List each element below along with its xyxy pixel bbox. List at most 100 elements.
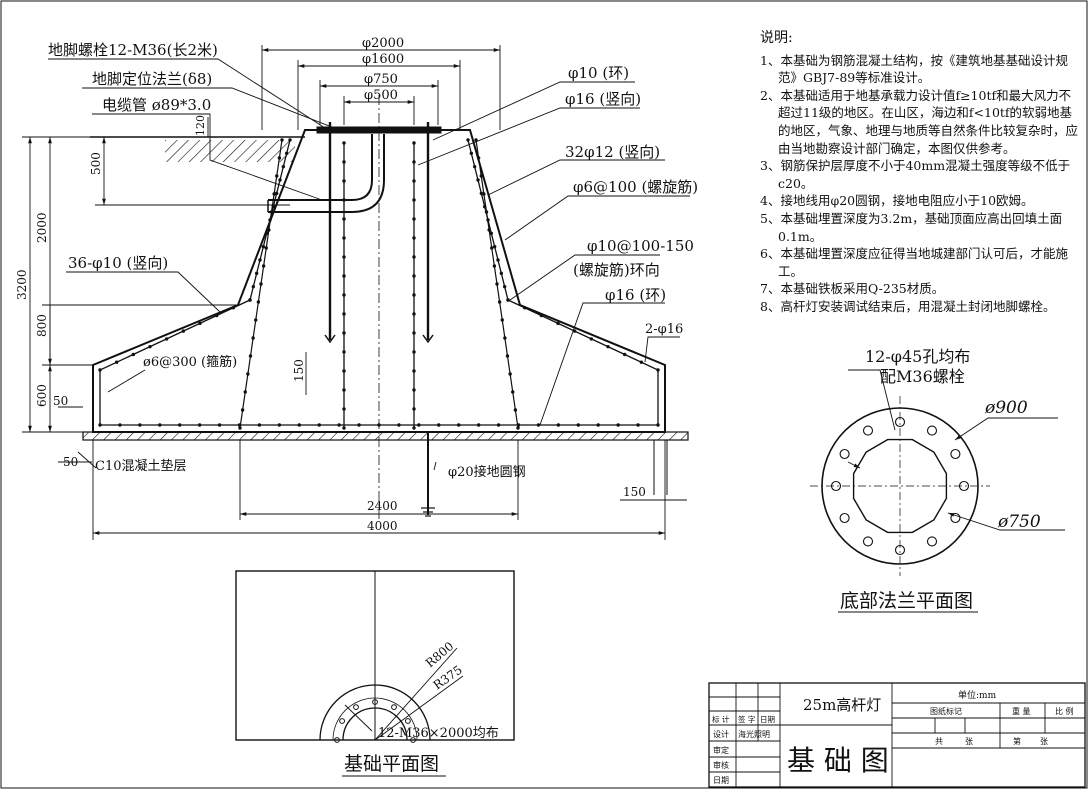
leader-lines	[48, 58, 690, 471]
flange-hole	[926, 425, 938, 436]
tb-row-date: 日期	[760, 715, 775, 724]
rebar-dot	[505, 354, 510, 358]
rebar-dot	[181, 329, 186, 333]
rebar-dot	[277, 156, 282, 160]
rebar-dot	[522, 306, 527, 310]
flange-bolts-label: 配M36螺栓	[880, 367, 965, 386]
rebar-dot	[479, 191, 484, 196]
callout-spiral-ring-2: (螺旋筋)环向	[573, 261, 660, 279]
tb-row-sign: 签 字	[738, 714, 755, 724]
design-notes: 说明: 1、本基础为钢筋混凝土结构，按《建筑地基基础设计规范》GBJ7-89等标…	[760, 30, 1080, 316]
rebar-dot	[499, 271, 504, 276]
rebar-dot	[267, 228, 271, 232]
plan-r375: R375	[431, 663, 465, 693]
rebar-dot	[342, 388, 346, 392]
plan-bolt	[372, 699, 378, 705]
dim-2000-vertical: 2000	[35, 212, 49, 243]
flange-hole	[950, 448, 961, 460]
callout-stirrups: ø6@300 (箍筋)	[143, 354, 237, 370]
rebar-dot	[269, 210, 274, 214]
tb-weight: 重 量	[1012, 706, 1031, 716]
rebar-dot	[197, 423, 202, 427]
tb-page: 第	[1013, 736, 1021, 746]
rebar-dot	[277, 423, 282, 427]
rebar-dot	[397, 423, 401, 427]
tb-row-mark: 标 计	[712, 714, 730, 724]
rebar-dot	[476, 423, 481, 427]
rebar-dot	[297, 423, 301, 427]
note-item: 5、本基础埋置深度为3.2m，基础顶面应高出回填土面0.1m。	[760, 210, 1063, 244]
rebar-dot	[616, 423, 620, 427]
rebar-dot	[412, 160, 416, 164]
rebar-dot	[539, 313, 544, 318]
dim-500-vertical: 500	[89, 152, 103, 175]
flange-plan-title: 底部法兰平面图	[840, 590, 973, 612]
rebar-dot	[281, 164, 286, 169]
plan-bolt	[334, 737, 340, 743]
tb-drawing-mark: 图纸标记	[930, 706, 962, 716]
callout-spiral: φ6@100 (螺旋筋)	[573, 178, 698, 196]
rebar-dot	[243, 390, 247, 394]
tb-total: 共	[935, 737, 943, 746]
flange-holes	[830, 416, 970, 556]
rebar-dot	[656, 423, 660, 427]
rebar-dot	[342, 179, 346, 183]
flange-hole	[839, 512, 850, 524]
flange-inner-dim: ø750	[997, 512, 1041, 532]
rebar-dot	[492, 264, 497, 268]
dim-500: φ500	[364, 88, 398, 103]
rebar-dot	[469, 151, 474, 156]
tb-designer: 海光照明	[738, 729, 770, 739]
flange-holes-label: 12-φ45孔均布	[865, 347, 970, 366]
rebar-dot	[342, 217, 346, 221]
plan-bolt	[405, 718, 411, 724]
dimension-lines	[22, 45, 687, 540]
rebar-dot	[342, 236, 346, 240]
rebar-dot	[342, 369, 346, 373]
rebar-dot	[98, 368, 102, 372]
rebar-dot	[412, 293, 416, 297]
dim-4000: 4000	[367, 519, 398, 533]
rebar-dot	[412, 350, 416, 354]
rebar-dot	[238, 426, 242, 430]
rebar-dot	[254, 318, 258, 322]
rebar-dot	[138, 423, 142, 427]
rebar-dot	[476, 178, 480, 182]
rebar-dot	[496, 258, 500, 262]
rebar-dot	[278, 178, 282, 182]
callout-two-bars: 2-φ16	[645, 322, 683, 337]
flange-inner-polygon	[852, 438, 948, 534]
flange-hole	[862, 425, 874, 436]
tb-row-review: 审核	[713, 760, 729, 770]
dim-50-upper: 50	[53, 394, 68, 408]
rebar-dot	[261, 264, 266, 268]
dim-3200: 3200	[15, 269, 29, 300]
rebar-dot	[412, 426, 416, 430]
rebar-dot	[258, 258, 262, 262]
rebar-dot	[342, 331, 346, 335]
rebar-dot	[275, 174, 279, 178]
rebar-dot	[412, 198, 416, 202]
tb-page-label: 张	[1040, 737, 1048, 746]
plan-bolt	[339, 718, 346, 724]
callout-cable-pipe: 电缆管 ø89*3.0	[102, 96, 211, 114]
dim-50-lower: 50	[63, 455, 78, 469]
rebar-dot	[342, 160, 346, 164]
rebar-dot	[246, 372, 250, 376]
dim-800: 800	[35, 314, 49, 337]
dim-2000: φ2000	[362, 36, 404, 51]
rebar-dot	[240, 408, 245, 412]
rebar-dot	[536, 423, 541, 427]
rebar-dot	[237, 423, 242, 427]
rebar-dot	[412, 274, 416, 278]
note-item: 8、高杆灯安装调试结束后，用混凝土封闭地脚螺栓。	[760, 298, 1056, 314]
rebar-dot	[656, 368, 660, 372]
rebar-dot	[377, 423, 381, 427]
rebar-dot	[268, 218, 272, 222]
rebar-dot	[412, 331, 416, 335]
rebar-dot	[457, 423, 461, 427]
callout-vertical-12: 32φ12 (竖向)	[565, 143, 660, 161]
callout-spiral-ring: φ10@100-150	[587, 237, 694, 255]
rebar-dot	[412, 236, 416, 240]
rebar-dot	[251, 284, 256, 289]
